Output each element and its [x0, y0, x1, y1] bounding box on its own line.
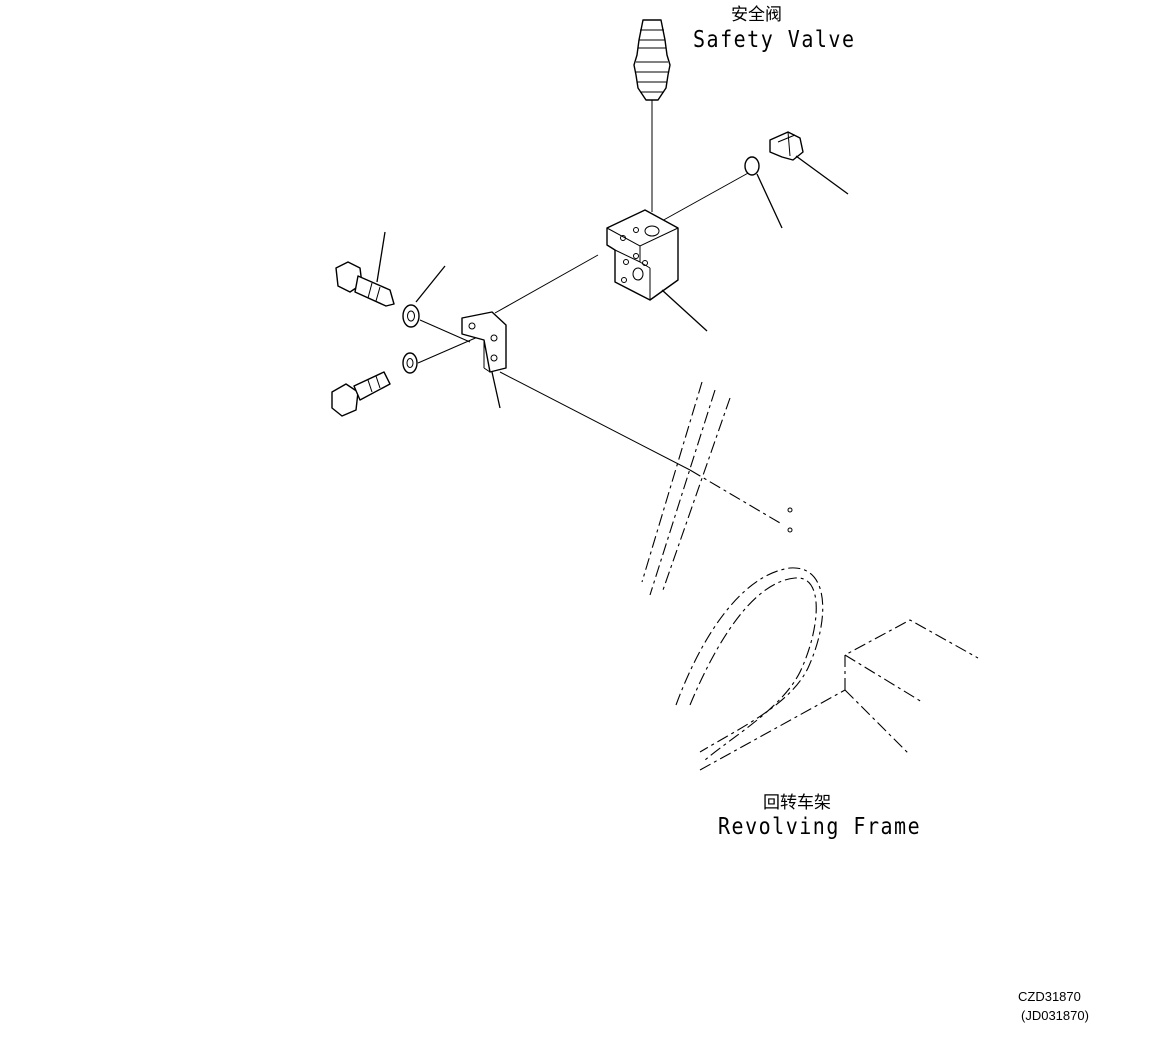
safety-valve-part [633, 19, 671, 101]
leader-lines [376, 155, 849, 409]
assembly-center-lines [417, 100, 781, 524]
safety-valve-label-cn: 安全阀 [731, 5, 782, 25]
hex-bolt-upper-part [335, 261, 395, 307]
drawing-alt-code: (JD031870) [1021, 1008, 1089, 1023]
revolving-frame-label-cn: 回转车架 [763, 793, 831, 813]
revolving-frame-phantom [641, 381, 979, 771]
bracket-part [461, 311, 507, 373]
plug-fitting-part [744, 131, 804, 176]
washer-lower-part [402, 352, 418, 374]
revolving-frame-label-en: Revolving Frame [718, 812, 922, 840]
safety-valve-label-en: Safety Valve [693, 25, 856, 53]
washer-upper-part [402, 304, 420, 328]
valve-block-part [606, 209, 679, 301]
hex-bolt-lower-part [331, 371, 391, 417]
drawing-code: CZD31870 [1018, 989, 1081, 1004]
